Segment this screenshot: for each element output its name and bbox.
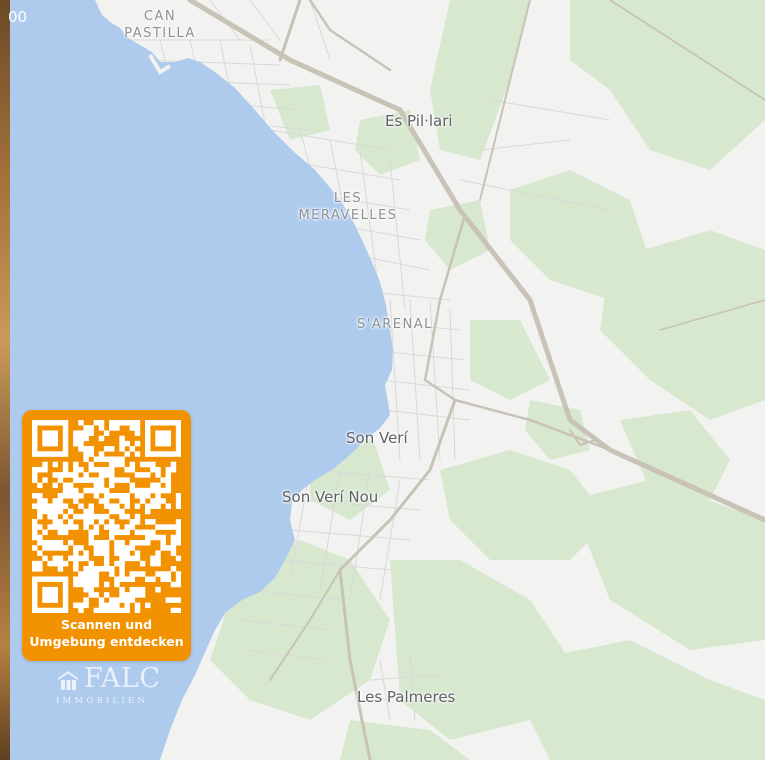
brand-logo: FALC IMMOBILIEN (54, 663, 164, 707)
qr-caption: Scannen und Umgebung entdecken (22, 616, 191, 650)
map-label-les-meravelles: LES MERAVELLES (298, 191, 398, 223)
qr-card[interactable]: Scannen und Umgebung entdecken (22, 410, 191, 661)
map-label-can-pastilla: CAN PASTILLA (124, 9, 196, 41)
brand-subtitle: IMMOBILIEN (56, 696, 148, 706)
map-label-son-veri-nou: Son Verí Nou (282, 488, 379, 506)
map-main-roads (187, 0, 765, 760)
map-label-son-veri: Son Verí (346, 429, 408, 447)
qr-code-icon[interactable] (32, 420, 181, 613)
qr-caption-line-1: Scannen und (60, 617, 153, 632)
brand-name: FALC (84, 663, 161, 694)
map-label-es-pil-lari: Es Pil·lari (385, 112, 453, 130)
map-canvas[interactable] (10, 0, 765, 760)
qr-caption-line-2: Umgebung entdecken (29, 634, 184, 649)
map-label-les-palmeres: Les Palmeres (357, 688, 456, 706)
house-roof-logo-icon (58, 671, 78, 690)
background-photo-strip (0, 0, 12, 760)
map-view[interactable]: CAN PASTILLA Es Pil·lari LES MERAVELLES … (10, 0, 765, 760)
map-label-s-arenal: S'ARENAL (357, 317, 433, 332)
map-pier (148, 53, 172, 75)
map-green-areas (210, 0, 765, 760)
corner-text: 00 (8, 8, 28, 26)
